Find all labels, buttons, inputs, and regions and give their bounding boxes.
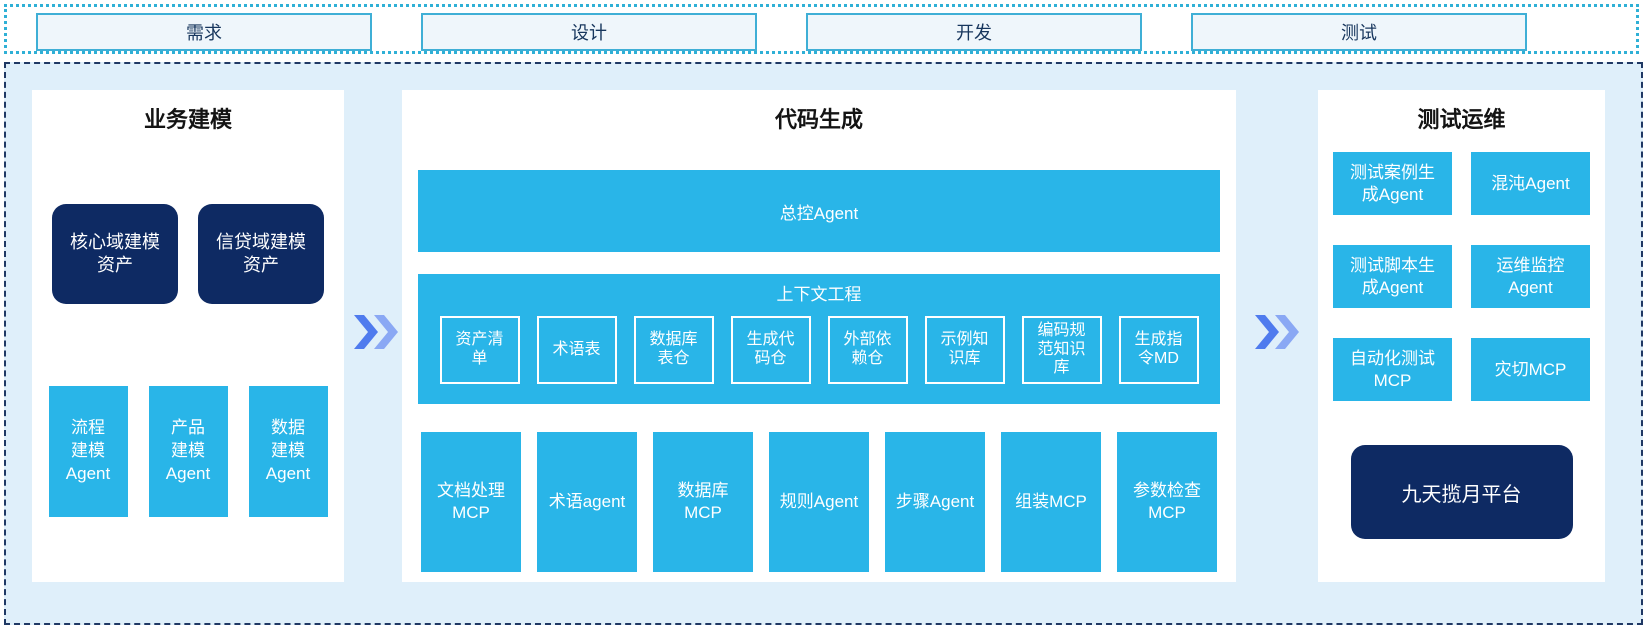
context-item-row: 资产清单 术语表 数据库表仓 生成代码仓 外部依赖仓 示例知识库 编码规范知识库… (418, 316, 1220, 384)
tool-box-step-agent: 步骤Agent (885, 432, 985, 572)
agent-box-data-modeling: 数据建模Agent (248, 386, 328, 517)
context-item-gen-code-repo: 生成代码仓 (730, 316, 811, 384)
flow-arrow-left-to-middle (352, 314, 400, 350)
pipeline-container: 业务建模 核心域建模资产 信贷域建模资产 流程建模Agent 产品建模Agent… (4, 62, 1643, 625)
test-box-disaster-switch-mcp: 灾切MCP (1471, 338, 1590, 401)
phase-box-testing: 测试 (1191, 13, 1527, 51)
context-item-example-kb: 示例知识库 (924, 316, 1005, 384)
agent-box-process-modeling: 流程建模Agent (48, 386, 128, 517)
panel-code-generation: 代码生成 总控Agent 上下文工程 资产清单 术语表 数据库表仓 生成代码仓 … (402, 90, 1236, 582)
tool-box-row: 文档处理MCP 术语agent 数据库MCP 规则Agent 步骤Agent 组… (402, 432, 1236, 572)
context-engineering-box: 上下文工程 资产清单 术语表 数据库表仓 生成代码仓 外部依赖仓 示例知识库 编… (418, 274, 1220, 404)
context-item-external-deps-repo: 外部依赖仓 (827, 316, 908, 384)
platform-box-jiutian-lanyue: 九天揽月平台 (1350, 445, 1573, 539)
context-engineering-title: 上下文工程 (776, 285, 862, 304)
phase-box-design: 设计 (421, 13, 757, 51)
test-ops-grid: 测试案例生成Agent 混沌Agent 测试脚本生成Agent 运维监控Agen… (1318, 152, 1605, 401)
phase-box-requirements: 需求 (36, 13, 372, 51)
phase-box-development: 开发 (806, 13, 1142, 51)
tool-box-rule-agent: 规则Agent (769, 432, 869, 572)
panel-title-business-modeling: 业务建模 (143, 107, 232, 132)
agent-box-product-modeling: 产品建模Agent (148, 386, 228, 517)
tool-box-param-check-mcp: 参数检查MCP (1117, 432, 1217, 572)
test-box-auto-test-mcp: 自动化测试MCP (1333, 338, 1452, 401)
context-item-asset-list: 资产清单 (439, 316, 520, 384)
asset-box-core-domain: 核心域建模资产 (52, 204, 178, 304)
tool-box-terminology-agent: 术语agent (537, 432, 637, 572)
panel-title-code-generation: 代码生成 (774, 107, 863, 132)
context-item-glossary: 术语表 (536, 316, 617, 384)
context-item-db-table-repo: 数据库表仓 (633, 316, 714, 384)
test-box-ops-monitor-agent: 运维监控Agent (1471, 245, 1590, 308)
panel-test-ops: 测试运维 测试案例生成Agent 混沌Agent 测试脚本生成Agent 运维监… (1318, 90, 1605, 582)
test-box-case-gen-agent: 测试案例生成Agent (1333, 152, 1452, 215)
test-box-script-gen-agent: 测试脚本生成Agent (1333, 245, 1452, 308)
context-item-coding-standard-kb: 编码规范知识库 (1021, 316, 1102, 384)
flow-arrow-middle-to-right (1253, 314, 1301, 350)
tool-box-assembly-mcp: 组装MCP (1001, 432, 1101, 572)
asset-box-row: 核心域建模资产 信贷域建模资产 (32, 204, 344, 304)
tool-box-database-mcp: 数据库MCP (653, 432, 753, 572)
modeling-agent-row: 流程建模Agent 产品建模Agent 数据建模Agent (32, 386, 344, 517)
tool-box-doc-processing-mcp: 文档处理MCP (421, 432, 521, 572)
test-box-chaos-agent: 混沌Agent (1471, 152, 1590, 215)
panel-title-test-ops: 测试运维 (1417, 107, 1506, 132)
master-agent-bar: 总控Agent (418, 170, 1220, 252)
context-item-gen-instruction-md: 生成指令MD (1118, 316, 1199, 384)
phase-bar: 需求 设计 开发 测试 (4, 4, 1639, 54)
double-chevron-icon (354, 315, 398, 349)
asset-box-credit-domain: 信贷域建模资产 (198, 204, 324, 304)
panel-business-modeling: 业务建模 核心域建模资产 信贷域建模资产 流程建模Agent 产品建模Agent… (32, 90, 344, 582)
double-chevron-icon (1255, 315, 1299, 349)
